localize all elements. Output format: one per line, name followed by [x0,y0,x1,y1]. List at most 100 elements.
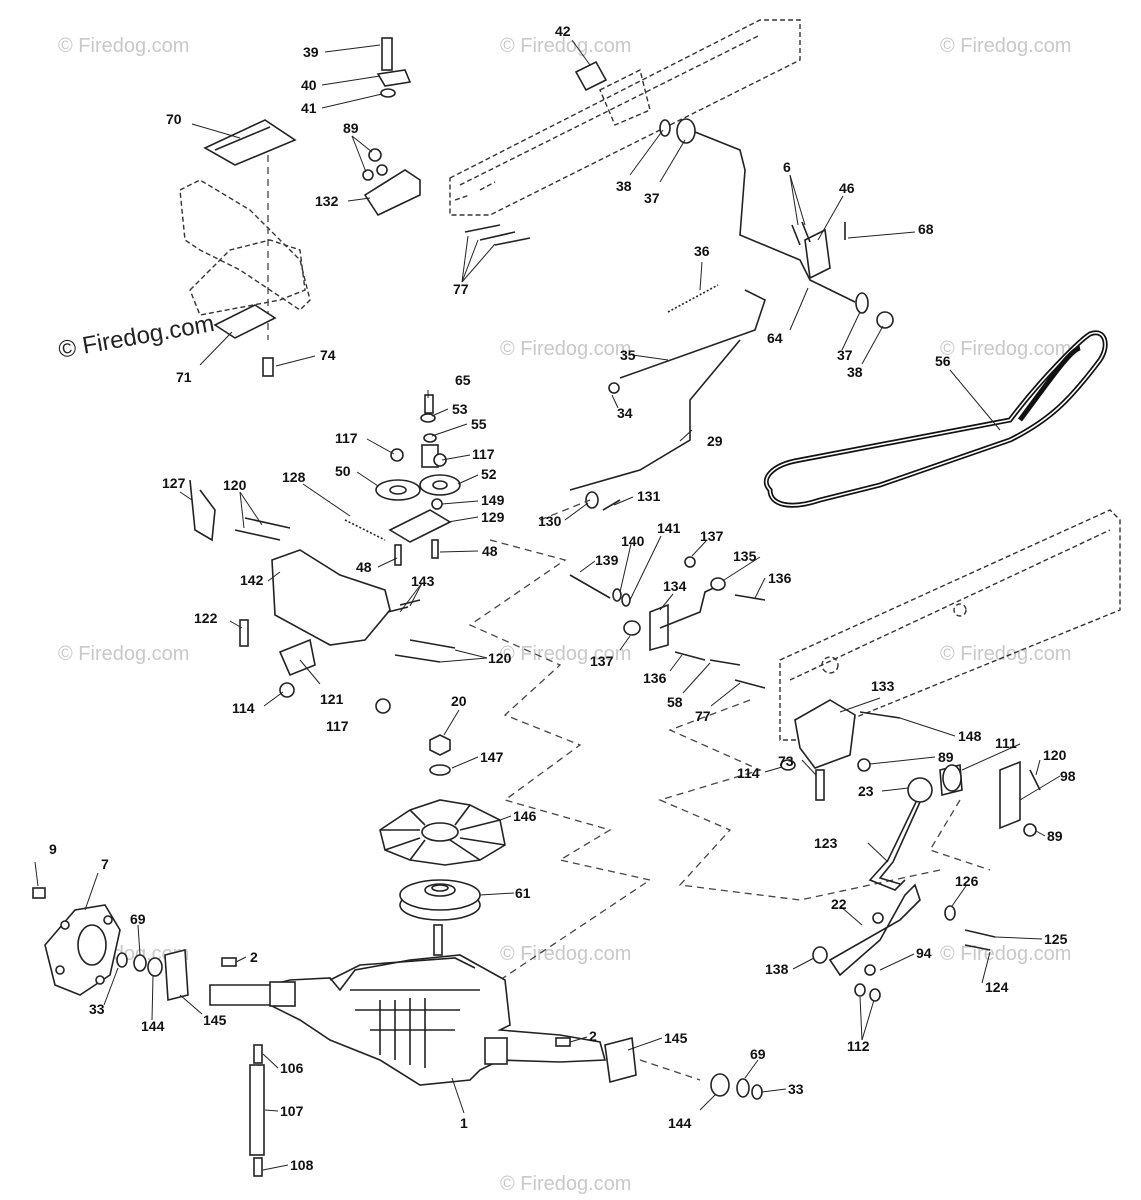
callout: 37 [837,347,853,363]
rod-107 [249,1044,265,1177]
callout: 125 [1044,931,1068,947]
fender-outline [179,179,311,316]
leader-lines [34,39,1061,1171]
shift-lever-123 [868,777,933,891]
callout: 136 [768,570,792,586]
callout: 89 [343,120,359,136]
callout: 98 [1060,768,1076,784]
callout: 40 [301,77,317,93]
callout: 130 [538,513,562,529]
callout: 144 [141,1018,165,1034]
callout: 55 [471,416,487,432]
callout: 77 [695,708,711,724]
watermark: © Firedog.com [500,643,631,665]
callout: 106 [280,1060,304,1076]
washer-130-131 [585,491,621,511]
idler-pulleys [344,394,461,566]
rod-35 [608,289,766,394]
callout: 114 [232,700,255,716]
right-frame-rail [779,509,1121,741]
watermark: © Firedog.com [58,643,189,665]
washer-69-right [736,1078,750,1098]
bushing-42 [574,60,608,92]
callout: 23 [858,783,874,799]
callout: 124 [985,979,1009,995]
plate-133 [780,699,1041,837]
bolt-stack-39-41 [376,37,412,98]
callout: 70 [166,111,182,127]
watermark: © Firedog.com [940,943,1071,965]
washer-147 [429,764,451,776]
callout: 138 [765,961,789,977]
callout: 36 [694,243,710,259]
callout: 132 [315,193,339,209]
watermark: © Firedog.com [500,35,631,57]
watermark: © Firedog.com [500,1173,631,1195]
callout: 22 [831,896,847,912]
seat-bracket-70 [203,119,297,166]
callout: 137 [590,653,614,669]
callout: 107 [280,1103,304,1119]
bracket-145-right [604,1036,637,1084]
callout: 1 [460,1115,468,1131]
callout: 56 [935,353,951,369]
callout: 2 [250,949,258,965]
watermark: © Firedog.com [940,338,1071,360]
washer-33-right [751,1084,763,1100]
callout: 68 [918,221,934,237]
callout: 39 [303,44,319,60]
callout: 89 [938,749,954,765]
bolts-77 [464,224,531,246]
callout: 140 [621,533,645,549]
callout: 148 [958,728,982,744]
callout: 33 [788,1081,804,1097]
nut-20 [429,734,451,756]
callout: 37 [644,190,660,206]
callout: 53 [452,401,468,417]
callout: 108 [290,1157,314,1173]
belt-route-dashed [468,499,991,981]
bracket-145 [164,948,189,1002]
callout: 58 [667,694,683,710]
plate-71 [213,304,277,339]
callout: 127 [162,475,186,491]
callout: 126 [955,873,979,889]
callout: 38 [847,364,863,380]
spacer-144 [147,957,163,977]
callout: 136 [643,670,667,686]
callout: 128 [282,469,306,485]
callout: 141 [657,520,681,536]
callout: 149 [481,492,505,508]
callout: 117 [472,446,495,462]
callout: 33 [89,1001,105,1017]
callout: 46 [839,180,855,196]
spring-36 [667,284,719,313]
callout: 41 [301,100,317,116]
callout: 117 [326,718,349,734]
bolt-74 [262,357,274,377]
callout: 112 [847,1038,870,1054]
callout: 144 [668,1115,692,1131]
callout: 77 [453,281,469,297]
transaxle-1 [209,954,607,1086]
watermark: © Firedog.com [500,338,631,360]
callout: 111 [995,735,1017,751]
callout: 48 [356,559,372,575]
belt-56 [763,330,1108,508]
callout: 129 [481,509,505,525]
callout: 29 [707,433,723,449]
callout: 123 [814,835,838,851]
watermark: © Firedog.com [58,35,189,57]
callout: 74 [320,347,336,363]
callout: 147 [480,749,504,765]
callout: 71 [176,369,192,385]
pulley-61 [399,879,481,921]
pedal-shaft [659,118,894,329]
callout: 52 [481,466,497,482]
wheel-hub-7 [44,904,121,996]
callout: 120 [223,477,247,493]
callout: 122 [194,610,218,626]
callout: 61 [515,885,531,901]
callout: 89 [1047,828,1063,844]
